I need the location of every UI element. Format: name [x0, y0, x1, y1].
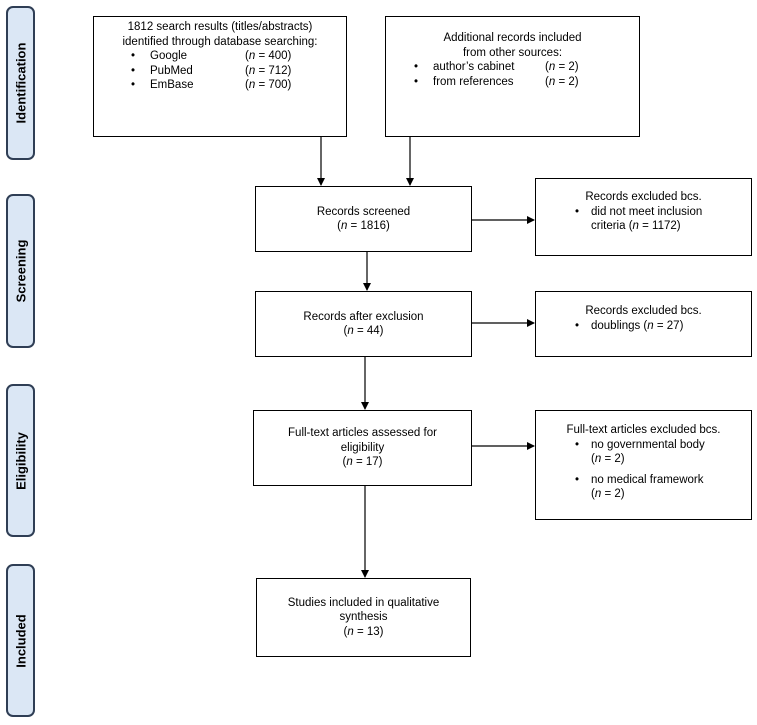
other-sources-box: Additional records included from other s… — [385, 16, 640, 137]
source-label: EmBase — [150, 79, 194, 91]
source-count: (n = 2) — [545, 75, 579, 88]
list-item: • EmBase (n = 700) — [94, 78, 346, 93]
included-count: (n = 13) — [343, 625, 384, 638]
excluded-1-title: Records excluded bcs. — [585, 191, 702, 203]
phase-identification: Identification — [6, 6, 35, 160]
list-item: • PubMed (n = 712) — [94, 64, 346, 79]
bullet-icon: • — [574, 319, 580, 332]
excluded-1-reason-line1: did not meet inclusion — [591, 205, 703, 218]
records-screened-box: Records screened (n = 1816) — [255, 186, 472, 252]
bullet-icon: • — [130, 64, 136, 77]
list-item: • did not meet inclusion criteria (n = 1… — [536, 205, 751, 234]
source-label: author’s cabinet — [433, 61, 515, 73]
database-search-line2: identified through database searching: — [122, 35, 318, 48]
source-count: (n = 712) — [245, 64, 292, 77]
records-excluded-box-1: Records excluded bcs. • did not meet inc… — [535, 178, 752, 256]
included-line2: synthesis — [339, 611, 388, 624]
included-line1: Studies included in qualitative — [287, 596, 440, 609]
bullet-icon: • — [413, 75, 419, 88]
bullet-icon: • — [413, 61, 419, 73]
bullet-icon: • — [574, 473, 580, 486]
other-sources-line1: Additional records included — [443, 32, 582, 44]
fulltext-line2: eligibility — [340, 441, 385, 454]
source-label: Google — [150, 50, 188, 62]
studies-included-box: Studies included in qualitative synthesi… — [256, 578, 471, 657]
fulltext-count: (n = 17) — [342, 456, 383, 469]
list-item: • author’s cabinet (n = 2) — [386, 60, 639, 75]
phase-eligibility: Eligibility — [6, 384, 35, 537]
excluded-3-reason-2: no medical framework — [591, 473, 704, 486]
phase-included: Included — [6, 564, 35, 717]
excluded-2-title: Records excluded bcs. — [585, 305, 702, 317]
records-excluded-box-2: Records excluded bcs. • doublings (n = 2… — [535, 291, 752, 357]
excluded-3-reason-2-count: (n = 2) — [591, 488, 625, 500]
records-screened-count: (n = 1816) — [337, 220, 390, 232]
excluded-3-reason-1-count: (n = 2) — [591, 453, 625, 465]
source-label: from references — [433, 75, 514, 88]
excluded-2-reason: doublings (n = 27) — [591, 319, 684, 332]
database-search-box: 1812 search results (titles/abstracts) i… — [93, 16, 347, 137]
other-sources-line2: from other sources: — [462, 46, 563, 59]
source-label: PubMed — [150, 64, 193, 77]
bullet-icon: • — [130, 79, 136, 91]
fulltext-line1: Full-text articles assessed for — [288, 427, 437, 440]
phase-screening: Screening — [6, 194, 35, 348]
list-item: • no medical framework (n = 2) — [536, 473, 751, 502]
excluded-3-title: Full-text articles excluded bcs. — [566, 424, 721, 436]
records-after-exclusion-box: Records after exclusion (n = 44) — [255, 291, 472, 357]
fulltext-excluded-box: Full-text articles excluded bcs. • no go… — [535, 410, 752, 520]
source-count: (n = 2) — [545, 61, 579, 73]
source-count: (n = 400) — [245, 50, 292, 62]
list-item: • from references (n = 2) — [386, 75, 639, 90]
excluded-1-reason-line2: criteria (n = 1172) — [591, 220, 681, 232]
after-exclusion-label: Records after exclusion — [303, 310, 424, 323]
bullet-icon: • — [574, 205, 580, 218]
bullet-icon: • — [130, 50, 136, 62]
after-exclusion-count: (n = 44) — [343, 325, 384, 337]
database-search-line1: 1812 search results (titles/abstracts) — [127, 21, 313, 33]
list-item: • Google (n = 400) — [94, 49, 346, 64]
list-item: • doublings (n = 27) — [536, 319, 751, 334]
bullet-icon: • — [574, 438, 580, 451]
fulltext-assessed-box: Full-text articles assessed for eligibil… — [253, 410, 472, 486]
records-screened-label: Records screened — [316, 205, 411, 218]
excluded-3-reason-1: no governmental body — [591, 438, 705, 451]
source-count: (n = 700) — [245, 79, 292, 91]
list-item: • no governmental body (n = 2) — [536, 438, 751, 467]
